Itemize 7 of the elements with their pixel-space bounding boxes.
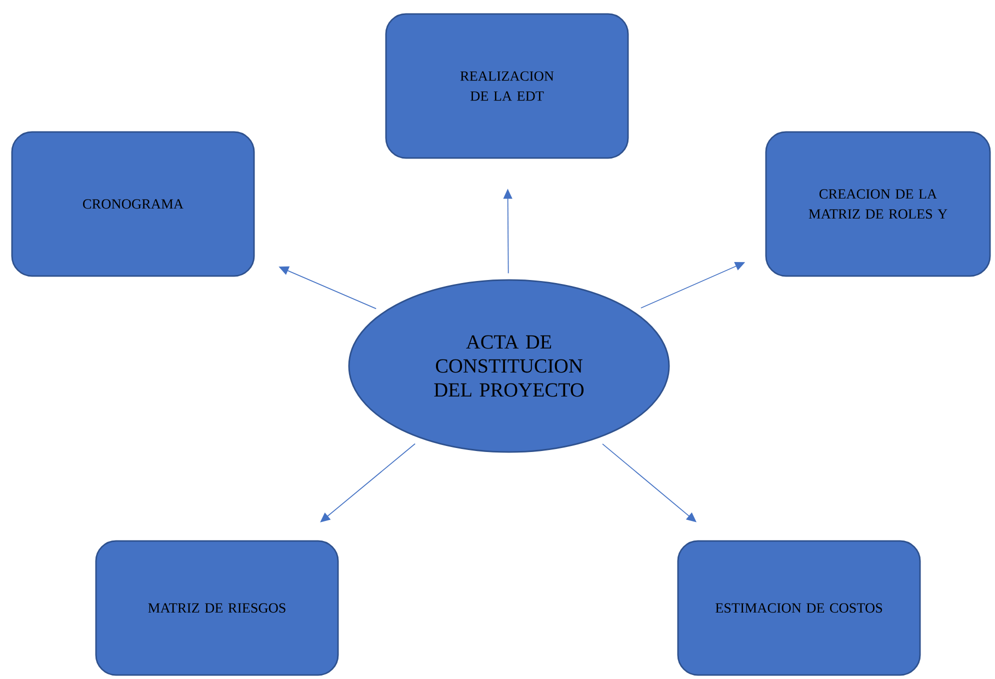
- process-box: CRONOGRAMA: [11, 131, 255, 277]
- arrow: [320, 443, 416, 522]
- process-box: CREACION DE LA MATRIZ DE ROLES Y: [765, 131, 991, 277]
- process-box: ESTIMACION DE COSTOS: [677, 540, 921, 676]
- ellipse-node: ACTA DE CONSTITUCION DEL PROYECTO: [348, 279, 670, 453]
- process-box: REALIZACION DE LA EDT: [385, 13, 629, 159]
- process-box: MATRIZ DE RIESGOS: [95, 540, 339, 676]
